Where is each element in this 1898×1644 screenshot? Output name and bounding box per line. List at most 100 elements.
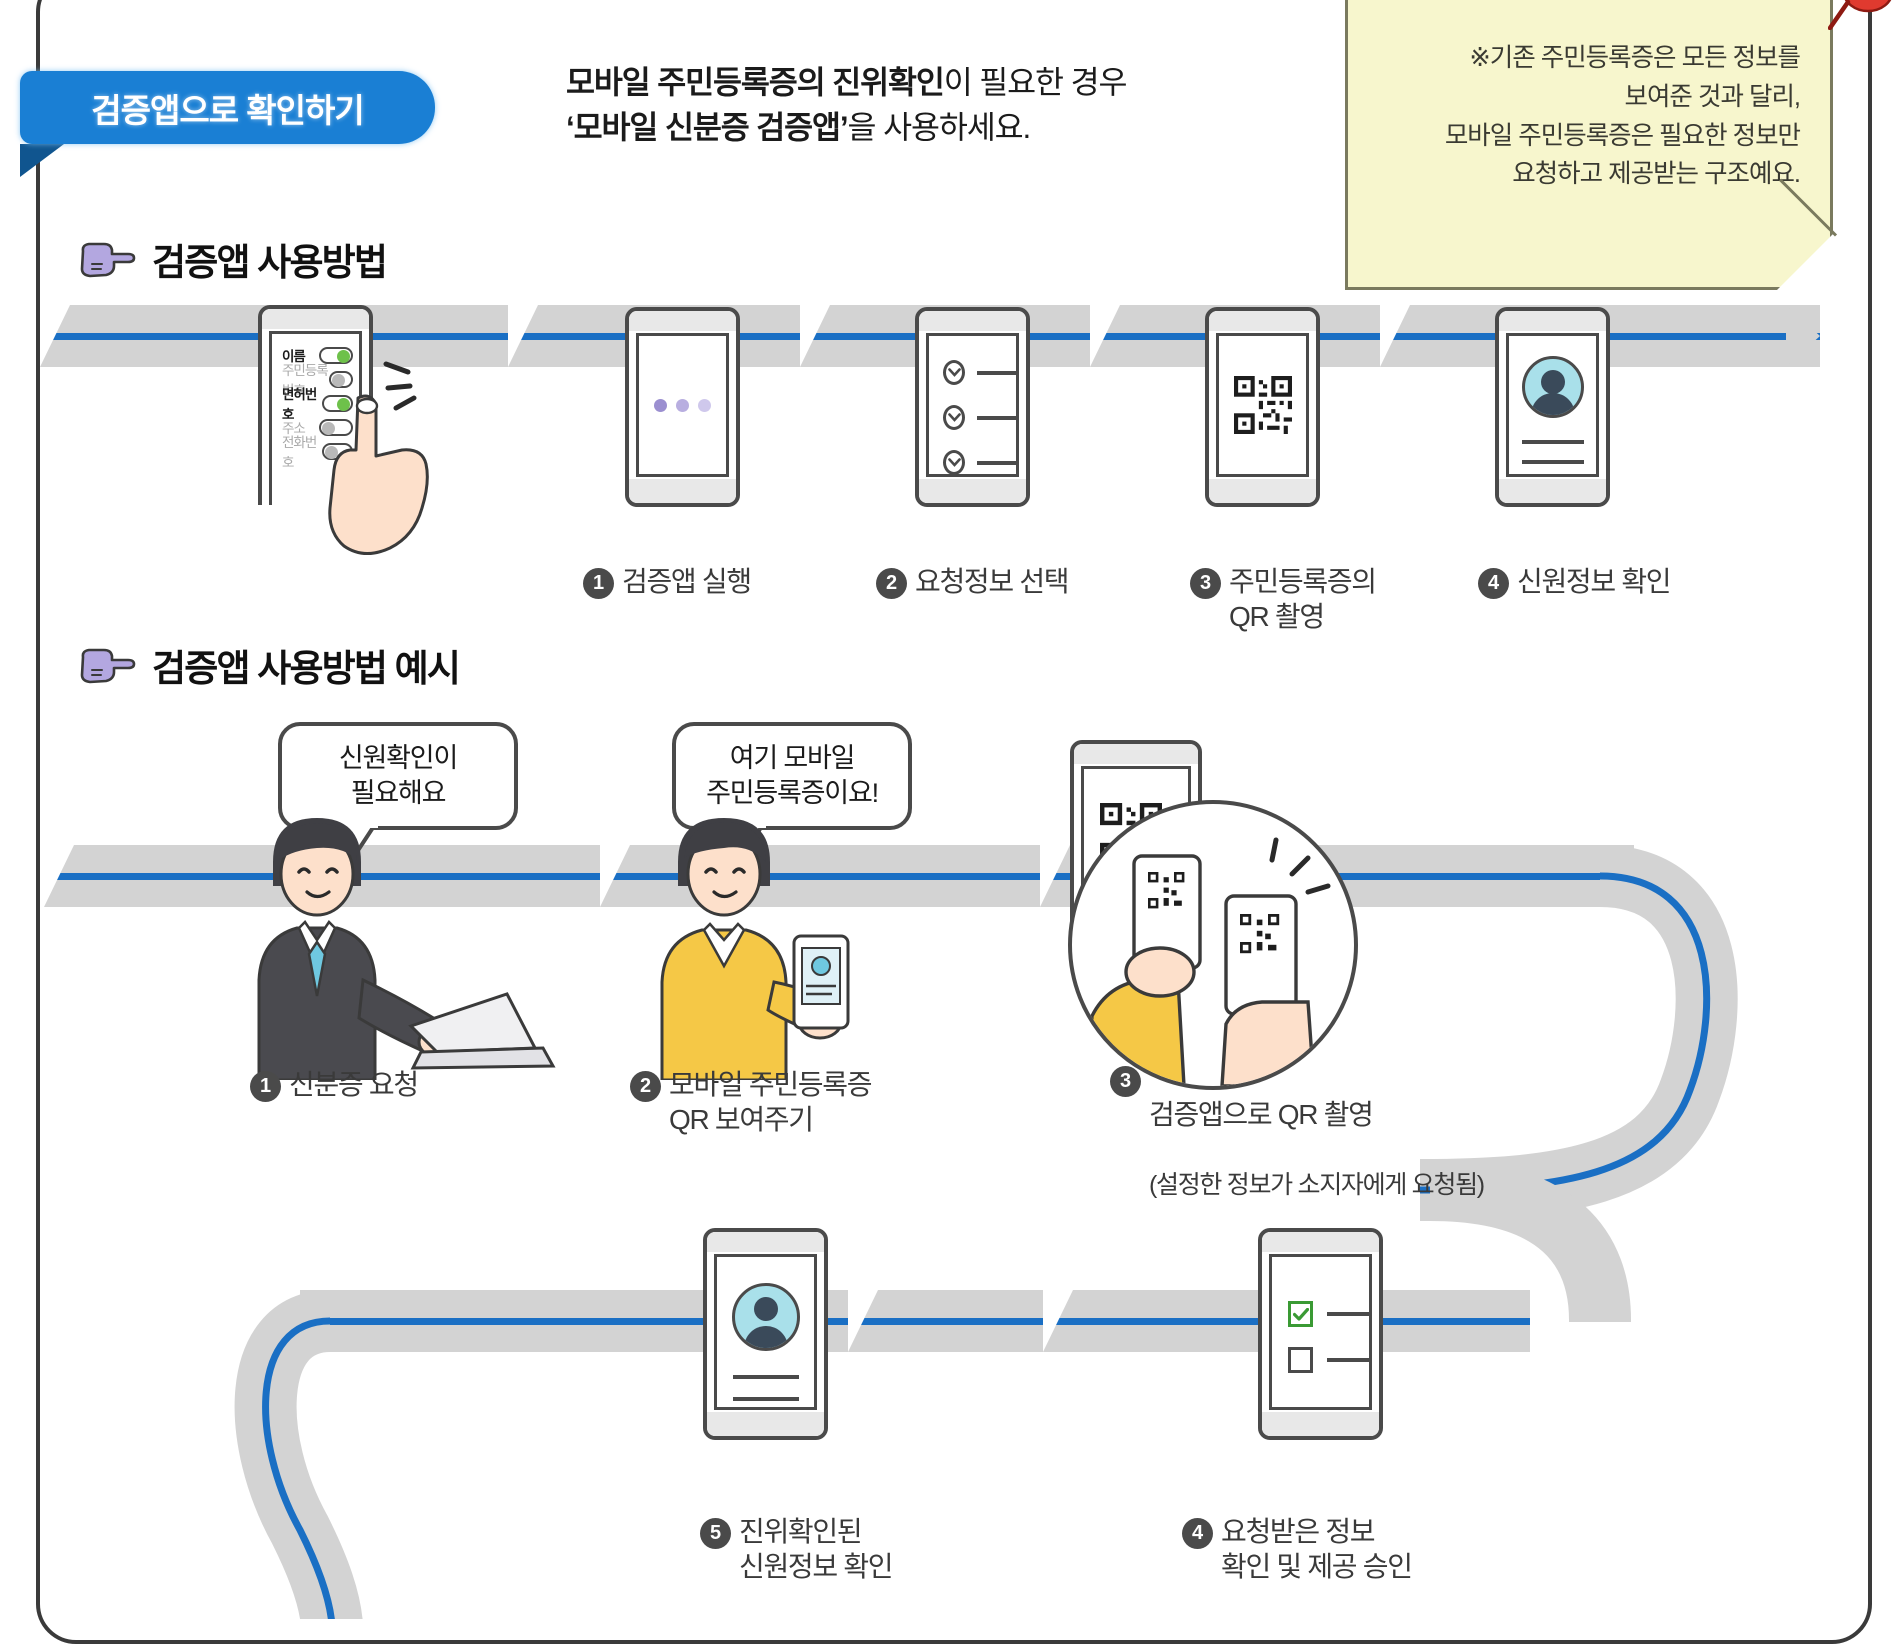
step-label: 진위확인된 신원정보 확인	[739, 1516, 894, 1582]
toggle-row[interactable]: 주민등록번호	[272, 363, 359, 398]
header-line1-rest: 이 필요한 경우	[943, 64, 1128, 100]
note-line-4: 요청하고 제공받는 구조예요.	[1512, 160, 1801, 189]
flow-rail-line-row2	[44, 873, 1634, 880]
person-citizen-illustration	[660, 818, 850, 1080]
section1-heading: 검증앱 사용방법	[78, 232, 388, 286]
list-item	[943, 405, 1016, 430]
banner-fold	[20, 144, 64, 177]
sticky-note: ※기존 주민등록증은 모든 정보를 보여준 것과 달리, 모바일 주민등록증은 …	[1345, 0, 1838, 290]
step-number: 2	[876, 568, 907, 599]
toggle-row[interactable]: 전화번호	[272, 435, 359, 470]
toggle-switch[interactable]	[328, 370, 353, 388]
phone-screen	[926, 333, 1019, 477]
phone-statusbar	[1074, 744, 1198, 764]
pointing-finger-icon	[328, 394, 429, 555]
dot	[698, 398, 711, 412]
info-line	[1521, 440, 1584, 444]
step-label: 요청받은 정보 확인 및 제공 승인	[1221, 1516, 1413, 1582]
step-label-sub: (설정한 정보가 소지자에게 요청됨)	[1149, 1171, 1485, 1200]
toggle-label: 주민등록번호	[282, 363, 329, 398]
pointing-hand-icon	[80, 242, 136, 278]
info-line	[732, 1397, 799, 1401]
banner-label: 검증앱으로 확인하기	[91, 91, 364, 129]
phone-statusbar	[629, 311, 736, 331]
checkbox-checked-icon[interactable]	[1288, 1301, 1314, 1327]
phone-screen	[1506, 333, 1599, 477]
phone-statusbar	[707, 1232, 824, 1252]
toggle-switch[interactable]	[322, 394, 353, 412]
list-line	[977, 370, 1016, 375]
header-line2-strong: ‘모바일 신분증 검증앱’	[566, 108, 849, 145]
dot	[676, 398, 689, 412]
phone-statusbar	[1209, 311, 1316, 331]
phone-navbar	[1262, 1412, 1379, 1436]
note-line-2: 보여준 것과 달리,	[1624, 82, 1801, 111]
phone-verified-identity	[703, 1228, 828, 1440]
phone-approval-checklist	[1258, 1228, 1383, 1440]
checklist-item[interactable]	[1288, 1347, 1369, 1373]
phone-screen	[1216, 333, 1309, 477]
phone-screen	[714, 1254, 817, 1410]
step-1-2: 2 요청정보 선택	[876, 565, 1070, 600]
scan-detail-illustration	[1086, 837, 1331, 1086]
tap-effect-icon	[383, 361, 417, 411]
toggle-knob	[331, 373, 345, 387]
toggle-knob	[337, 349, 350, 363]
step-1-4: 4 신원정보 확인	[1478, 565, 1672, 600]
step-label: 신원정보 확인	[1517, 566, 1672, 597]
list-line	[977, 460, 1016, 465]
phone-statusbar	[262, 309, 369, 329]
phone-navbar	[1499, 479, 1606, 503]
dot	[654, 398, 667, 412]
avatar-head	[753, 1297, 778, 1321]
toggle-row[interactable]: 이름	[272, 343, 359, 367]
step-label: 검증앱으로 QR 촬영 (설정한 정보가 소지자에게 요청됨)	[1149, 1063, 1485, 1202]
step-number: 5	[700, 1518, 731, 1549]
step-2-2: 2 모바일 주민등록증 QR 보여주기	[630, 1068, 872, 1137]
info-line	[1521, 460, 1584, 464]
step-number: 3	[1110, 1066, 1141, 1097]
phone-app-launch	[625, 307, 740, 507]
header-line1-strong: 모바일 주민등록증의 진위확인	[566, 64, 945, 100]
step-label: 신분증 요청	[289, 1069, 419, 1100]
section1-heading-label: 검증앱 사용방법	[152, 242, 388, 283]
person-officer-illustration	[257, 818, 556, 1080]
list-line	[977, 415, 1016, 420]
toggle-label: 전화번호	[282, 435, 317, 470]
step-label: 요청정보 선택	[915, 566, 1070, 597]
step-label: 검증앱 실행	[622, 566, 752, 597]
toggle-knob	[337, 397, 350, 411]
step-label: 모바일 주민등록증 QR 보여주기	[669, 1069, 872, 1135]
toggle-row[interactable]: 면허번호	[272, 387, 359, 422]
avatar-body	[743, 1326, 788, 1348]
checkbox-unchecked-icon[interactable]	[1288, 1347, 1314, 1373]
section-banner: 검증앱으로 확인하기	[20, 71, 435, 144]
avatar-body	[1530, 393, 1575, 415]
phone-navbar	[707, 1412, 824, 1436]
chevron-down-icon	[943, 360, 966, 385]
avatar-head	[1540, 370, 1565, 394]
step-2-1: 1 신분증 요청	[250, 1068, 419, 1103]
step-label-main: 검증앱으로 QR 촬영	[1149, 1098, 1374, 1130]
toggle-switch[interactable]	[319, 418, 353, 436]
toggle-row[interactable]: 주소	[272, 415, 359, 439]
pointing-hand-icon	[80, 648, 136, 684]
phone-screen	[636, 333, 729, 477]
checklist-item[interactable]	[1288, 1301, 1369, 1327]
speech-bubble-2: 여기 모바일 주민등록증이요!	[672, 722, 912, 830]
phone-navbar	[629, 479, 736, 503]
section2-heading-label: 검증앱 사용방법 예시	[152, 648, 461, 689]
note-line-1: ※기존 주민등록증은 모든 정보를	[1469, 44, 1801, 72]
phone-statusbar	[1262, 1232, 1379, 1252]
speech-bubble-1: 신원확인이 필요해요	[278, 722, 518, 830]
chevron-down-icon	[943, 450, 966, 475]
step-2-5: 5 진위확인된 신원정보 확인	[700, 1515, 894, 1584]
phone-screen	[1269, 1254, 1372, 1410]
toggle-switch[interactable]	[319, 346, 353, 364]
phone-identity-result	[1495, 307, 1610, 507]
toggle-label: 면허번호	[282, 387, 317, 422]
section2-heading: 검증앱 사용방법 예시	[78, 638, 461, 692]
toggle-label: 이름	[282, 349, 306, 364]
avatar	[731, 1283, 800, 1351]
